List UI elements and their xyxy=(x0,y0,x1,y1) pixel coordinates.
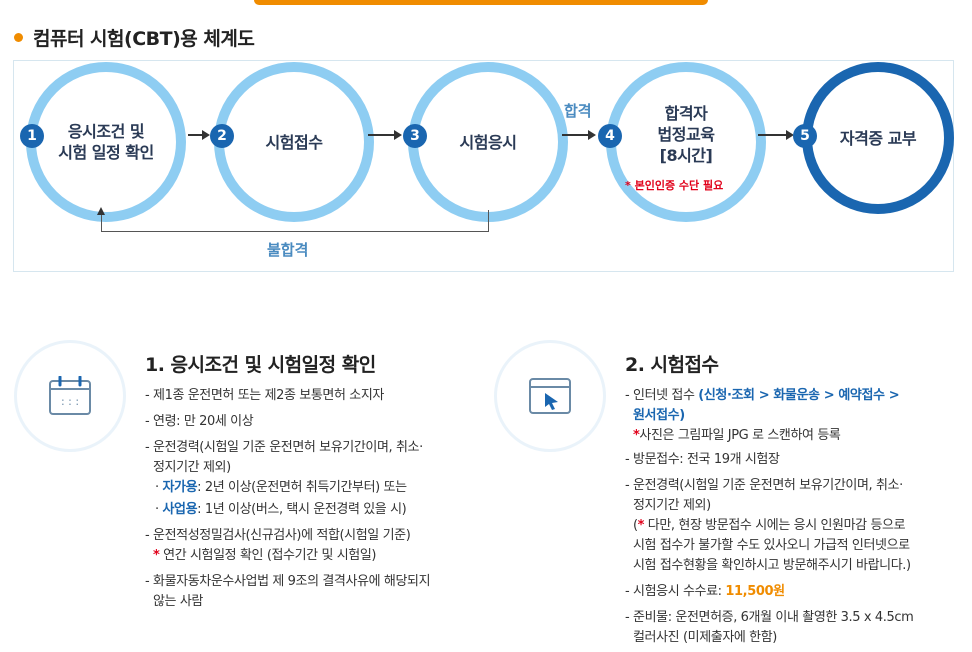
step-2-label: 시험접수 xyxy=(265,132,323,152)
list-item: - 준비물: 운전면허증, 6개월 이내 촬영한 3.5 x 4.5cm 컬러사… xyxy=(625,610,914,645)
calendar-icon-circle: : : : xyxy=(14,340,126,452)
step-1-circle: 응시조건 및 시험 일정 확인 xyxy=(26,62,186,222)
arrow-1-2 xyxy=(188,130,210,140)
fail-line-left xyxy=(101,214,102,232)
cursor-window-icon xyxy=(529,378,571,414)
step-5-number: 5 xyxy=(793,124,817,148)
step-3-circle: 시험응시 xyxy=(408,62,568,222)
list-item: - 운전경력(시험일 기준 운전면허 보유기간이며, 취소· 정지기간 제외) xyxy=(145,440,423,475)
orange-bullet-icon xyxy=(14,33,23,42)
list-item: - 운전적성정밀검사(신규검사)에 적합(시험일 기준) * 연간 시험일정 확… xyxy=(145,528,411,563)
fail-label: 불합격 xyxy=(267,241,309,259)
list-item: · 사업용: 1년 이상(버스, 택시 운전경력 있을 시) xyxy=(155,502,407,517)
arrow-3-4 xyxy=(562,130,596,140)
info2-list: - 인터넷 접수 (신청·조회 > 화물운송 > 예약접수 > 원서접수) *사… xyxy=(625,386,960,652)
info1-title: 1. 응시조건 및 시험일정 확인 xyxy=(145,354,376,376)
step-5-circle: 자격증 교부 xyxy=(802,62,954,214)
fail-line-right xyxy=(488,210,489,232)
arrow-4-5 xyxy=(758,130,794,140)
step-2-number: 2 xyxy=(210,124,234,148)
step-5-label: 자격증 교부 xyxy=(839,128,917,148)
step-2-circle: 시험접수 xyxy=(214,62,374,222)
list-item: - 연령: 만 20세 이상 xyxy=(145,414,254,429)
list-item: - 시험응시 수수료: 11,500원 xyxy=(625,584,785,599)
step-1-number: 1 xyxy=(20,124,44,148)
list-item: - 운전경력(시험일 기준 운전면허 보유기간이며, 취소· 정지기간 제외) … xyxy=(625,478,911,573)
step-3-label: 시험응시 xyxy=(459,132,517,152)
top-accent-bar xyxy=(254,0,708,5)
list-item: - 방문접수: 전국 19개 시험장 xyxy=(625,452,780,467)
svg-text:: : :: : : : xyxy=(61,395,79,408)
list-item: - 화물자동차운수사업법 제 9조의 결격사유에 해당되지 않는 사람 xyxy=(145,574,431,609)
list-item: - 인터넷 접수 (신청·조회 > 화물운송 > 예약접수 > 원서접수) *사… xyxy=(625,388,900,443)
fail-line-bottom xyxy=(101,231,489,232)
info2-title: 2. 시험접수 xyxy=(625,354,719,376)
cursor-icon-circle xyxy=(494,340,606,452)
step-1-label: 응시조건 및 시험 일정 확인 xyxy=(58,122,154,162)
section-title: 컴퓨터 시험(CBT)용 체계도 xyxy=(14,24,255,51)
fail-arrowhead-icon xyxy=(97,207,105,215)
step-4-number: 4 xyxy=(598,124,622,148)
list-item: · 자가용: 2년 이상(운전면허 취득기간부터) 또는 xyxy=(155,480,407,495)
step-4-note: * 본인인증 수단 필요 xyxy=(625,179,724,192)
step-4-circle: 합격자 법정교육 [8시간] xyxy=(606,62,766,222)
list-item: - 제1종 운전면허 또는 제2종 보통면허 소지자 xyxy=(145,388,384,403)
step-3-number: 3 xyxy=(403,124,427,148)
arrow-2-3 xyxy=(368,130,402,140)
pass-label: 합격 xyxy=(564,102,592,120)
step-4-label: 합격자 법정교육 [8시간] xyxy=(657,103,715,165)
calendar-icon: : : : xyxy=(49,376,91,415)
info1-list: - 제1종 운전면허 또는 제2종 보통면허 소지자 - 연령: 만 20세 이… xyxy=(145,386,475,618)
